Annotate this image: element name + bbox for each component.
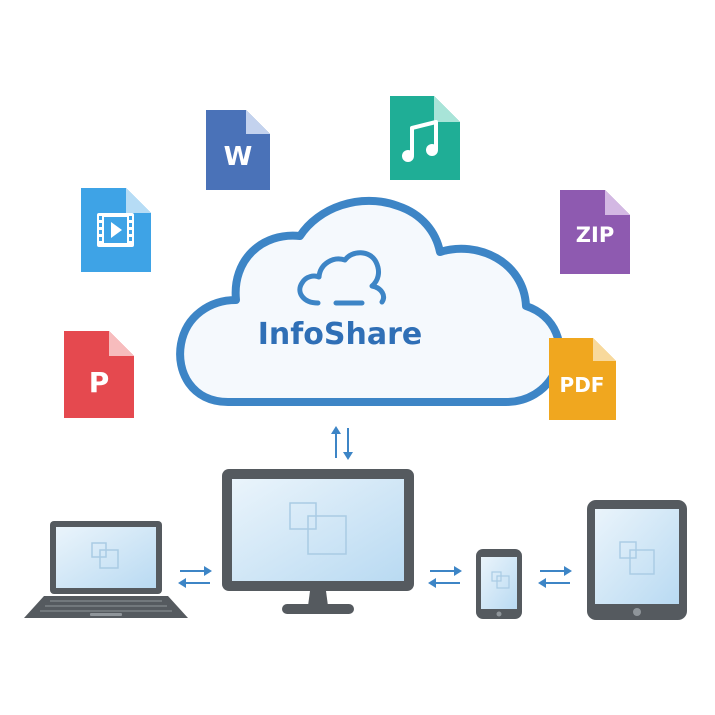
- zip-archive-icon: ZIP: [560, 190, 630, 274]
- tablet-icon: [587, 500, 687, 620]
- phone-screen-logo: [491, 571, 510, 589]
- cloud-logo-icon: [297, 250, 387, 306]
- sync-arrows-cloud: [331, 426, 353, 460]
- film-glyph: [97, 213, 134, 247]
- word-doc-label: W: [224, 142, 253, 172]
- smartphone-icon: [476, 549, 522, 619]
- laptop-screen-logo: [91, 542, 119, 569]
- laptop-keyboard: [40, 600, 172, 612]
- sync-arrows-laptop-monitor: [178, 566, 212, 588]
- tablet-screen-logo: [619, 541, 655, 575]
- music-note-glyph: [402, 120, 438, 162]
- monitor-screen-logo: [289, 502, 347, 555]
- pdf-doc-icon: PDF: [549, 338, 616, 420]
- zip-label: ZIP: [576, 223, 614, 247]
- sync-arrows-monitor-phone: [428, 566, 462, 588]
- cloud: InfoShare: [176, 196, 564, 406]
- powerpoint-label: P: [89, 366, 110, 399]
- pdf-label: PDF: [560, 373, 605, 397]
- word-doc-icon: W: [206, 110, 270, 190]
- desktop-monitor-icon: [222, 469, 414, 614]
- powerpoint-doc-icon: P: [64, 331, 134, 418]
- laptop-icon: [24, 521, 188, 618]
- sync-arrows-phone-tablet: [538, 566, 572, 588]
- music-note-icon: [390, 96, 460, 180]
- video-film-icon: [81, 188, 151, 272]
- cloud-outline: [176, 196, 564, 406]
- brand-name: InfoShare: [258, 317, 423, 352]
